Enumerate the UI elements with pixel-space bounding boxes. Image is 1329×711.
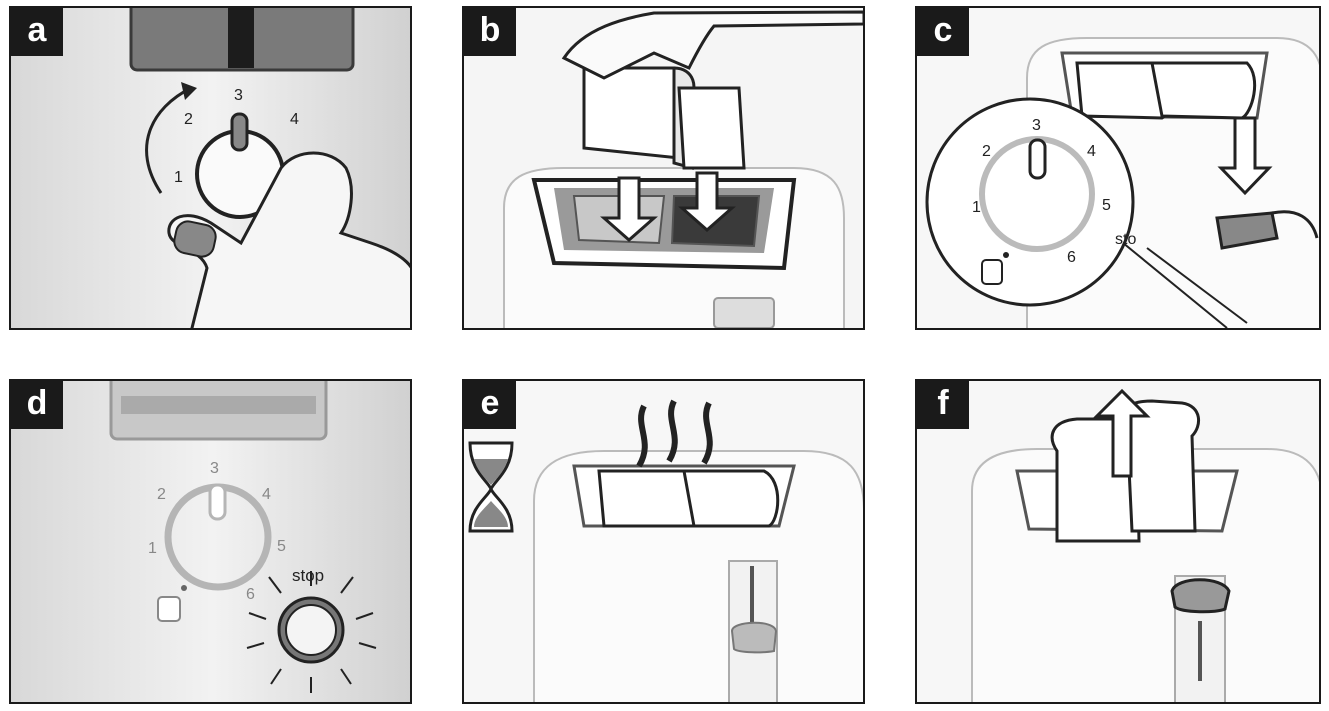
dial-number-3: 3	[1032, 117, 1041, 134]
steam-icon	[636, 399, 713, 468]
panel-label-e: e	[464, 381, 516, 429]
toaster-lever	[1170, 578, 1231, 614]
dial-number-6: 6	[246, 586, 255, 603]
dial-number-2: 2	[184, 111, 193, 128]
dial-number-3: 3	[210, 460, 219, 477]
panel-b: b	[462, 6, 865, 330]
panel-label-a: a	[11, 8, 63, 56]
dial-number-1: 1	[148, 540, 157, 557]
panel-c: c 1 2 3 4 5 6 sto	[915, 6, 1321, 330]
dial-number-1: 1	[174, 169, 183, 186]
panel-a: a 1 2 3 4	[9, 6, 412, 330]
toaster-lever	[1215, 211, 1279, 250]
panel-label-b: b	[464, 8, 516, 56]
arrow-up-icon	[1093, 388, 1151, 478]
toaster-lever	[730, 621, 778, 654]
panel-e-illustration	[464, 381, 863, 702]
panel-e: e	[462, 379, 865, 704]
panel-d: d 1 2 3 4 5 6 stop	[9, 379, 412, 704]
arrow-down-icon	[1217, 116, 1273, 196]
dial-number-4: 4	[262, 486, 271, 503]
panel-d-illustration: 1 2 3 4 5 6 stop	[11, 381, 410, 702]
hourglass-icon	[468, 441, 514, 533]
defrost-icon	[157, 596, 181, 622]
panel-label-f: f	[917, 381, 969, 429]
toast-icon	[582, 66, 746, 170]
dial-number-2: 2	[157, 486, 166, 503]
dial-number-2: 2	[982, 143, 991, 160]
panel-b-illustration	[464, 8, 863, 328]
dial-number-4: 4	[290, 111, 299, 128]
panel-f: f	[915, 379, 1321, 704]
arrow-down-icon	[600, 171, 736, 242]
panel-label-d: d	[11, 381, 63, 429]
toaster-lever-slot	[713, 297, 775, 328]
dial-number-1: 1	[972, 199, 981, 216]
dial-number-4: 4	[1087, 143, 1096, 160]
stop-text: sto	[1115, 231, 1136, 248]
dial-number-6: 6	[1067, 249, 1076, 266]
hand-icon	[561, 10, 863, 80]
stop-text: stop	[292, 566, 324, 585]
panel-a-illustration: 1 2 3 4	[11, 8, 410, 328]
dial-number-3: 3	[234, 87, 243, 104]
hand-icon	[167, 151, 410, 328]
dial-number-5: 5	[1102, 197, 1111, 214]
defrost-icon	[981, 259, 1003, 285]
dial-number-5: 5	[277, 538, 286, 555]
glow-rays-icon	[246, 571, 377, 693]
panel-c-illustration: 1 2 3 4 5 6 sto	[917, 8, 1319, 328]
panel-f-illustration	[917, 381, 1319, 702]
rotate-arrow-icon	[145, 86, 192, 194]
panel-label-c: c	[917, 8, 969, 56]
